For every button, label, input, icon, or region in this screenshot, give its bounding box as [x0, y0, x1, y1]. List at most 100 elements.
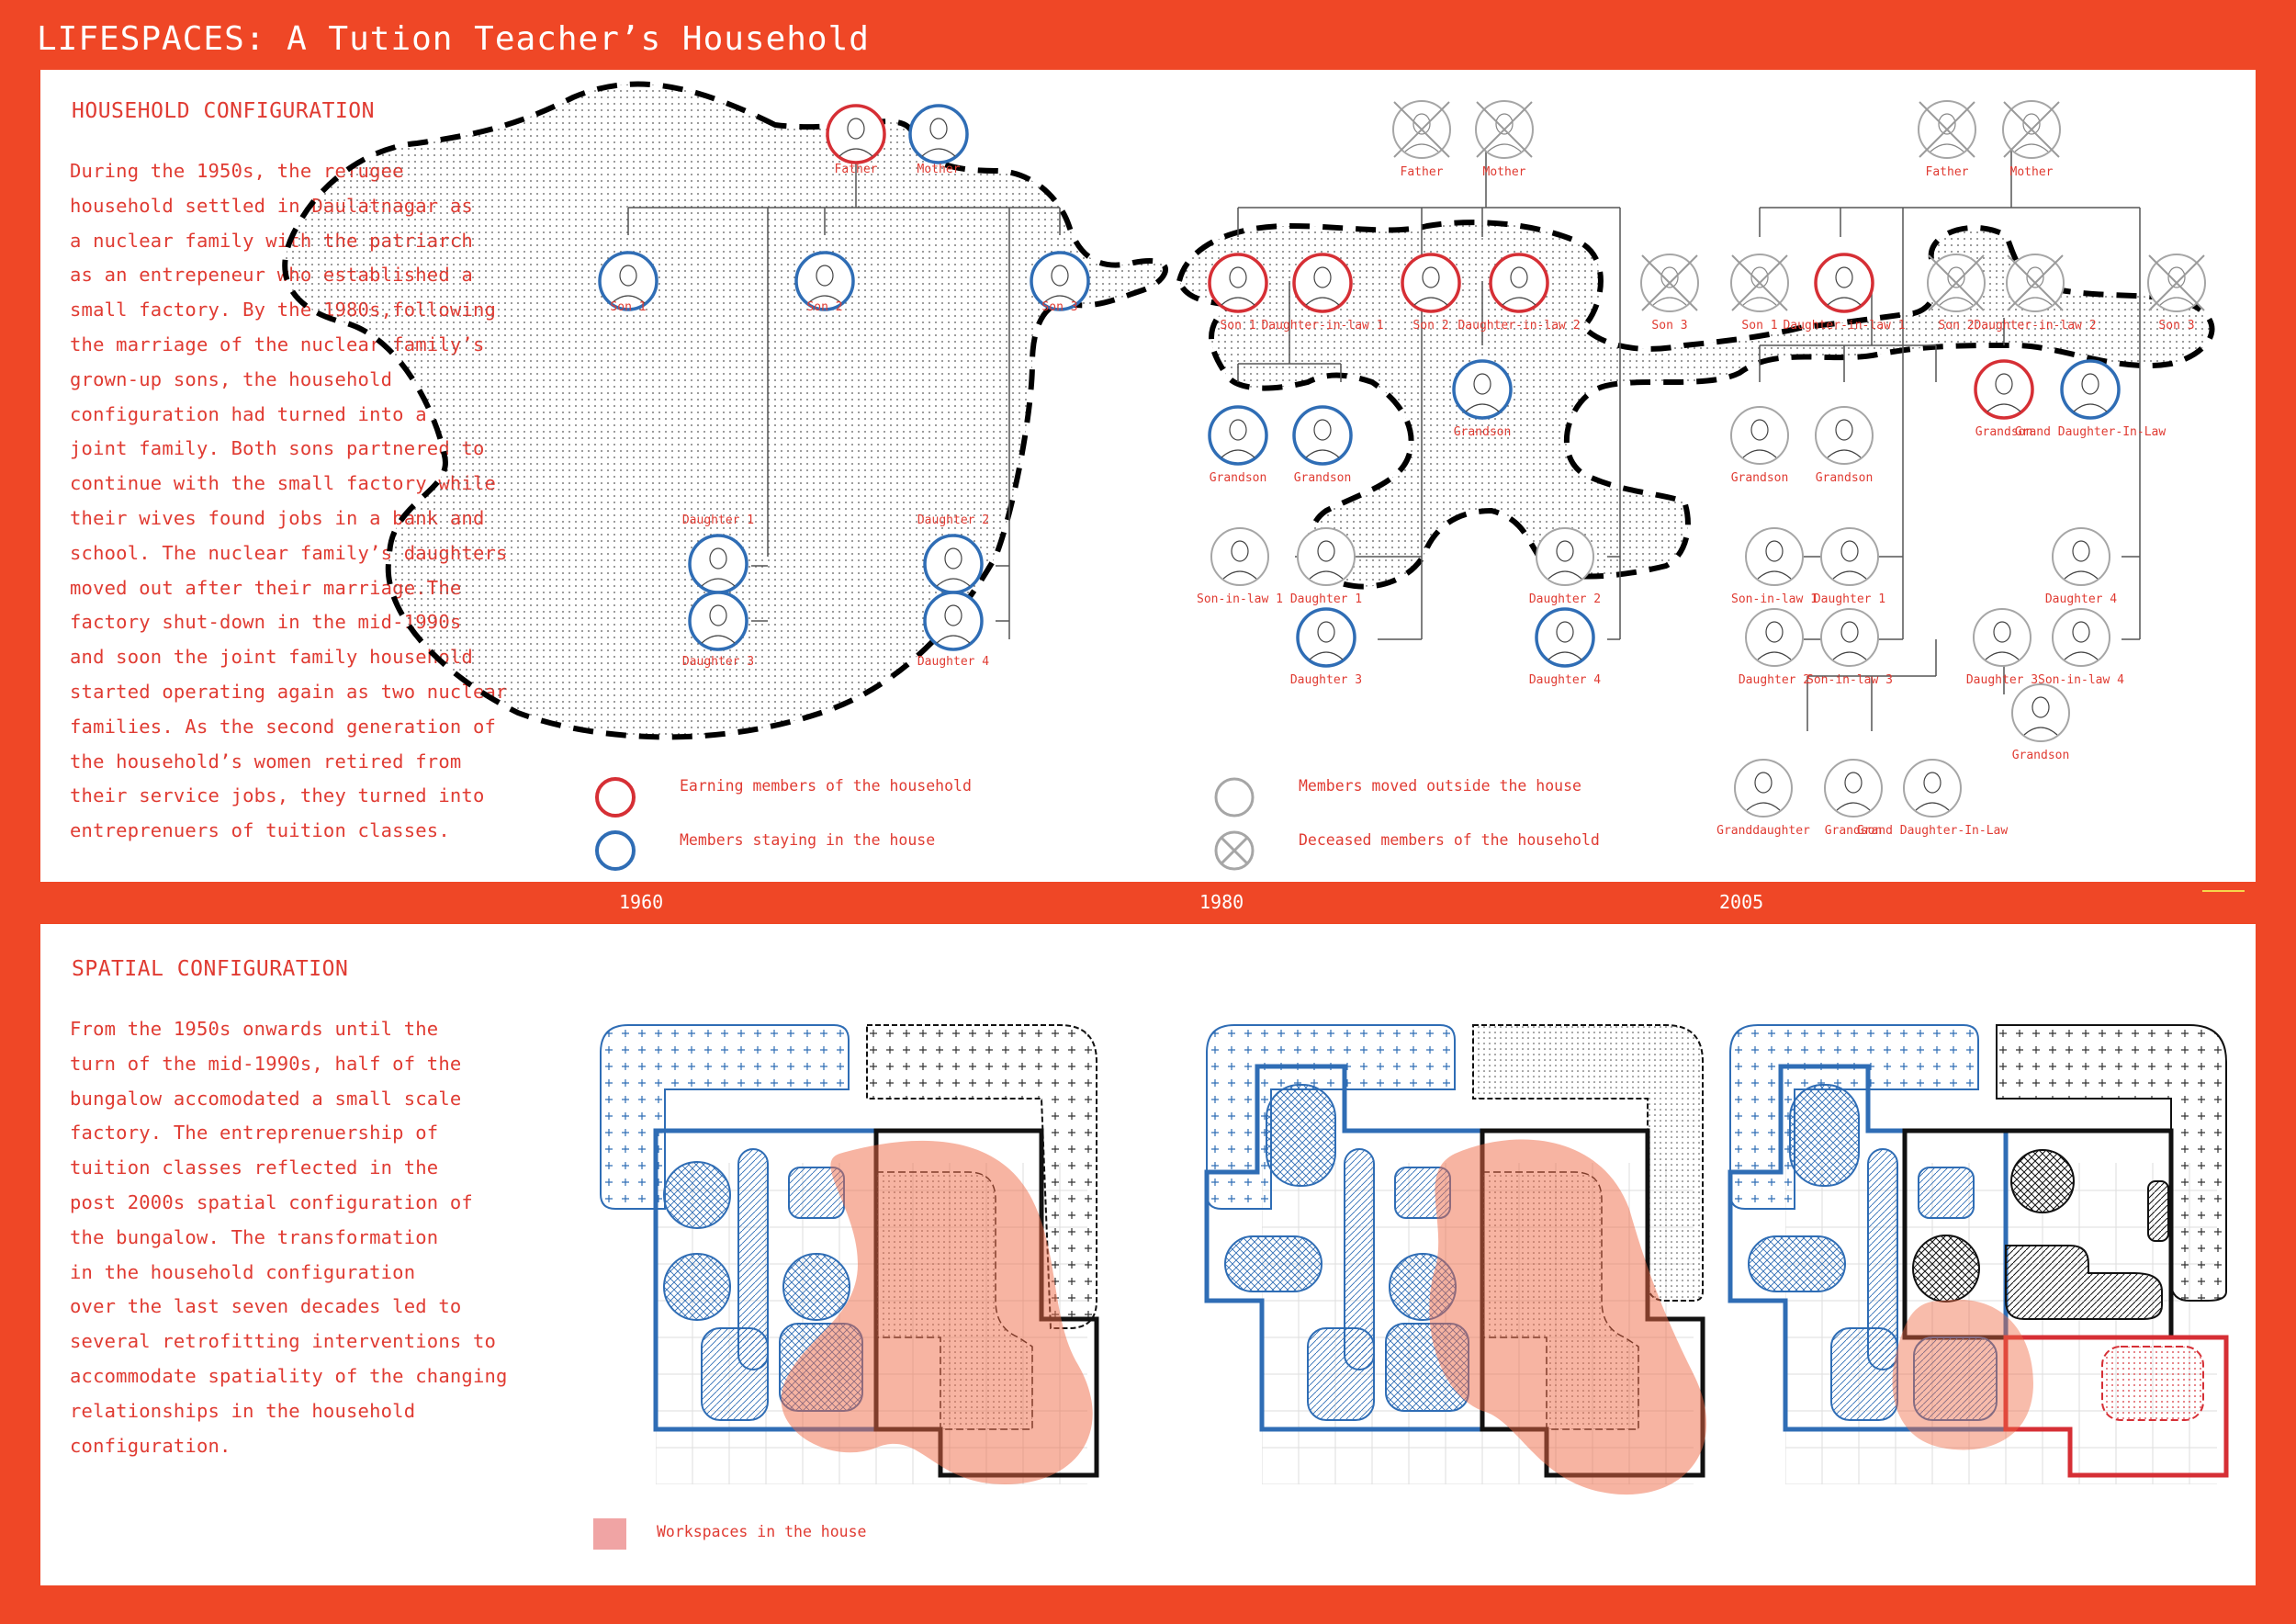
member-circle	[1734, 759, 1793, 818]
deceased-cross-icon	[1731, 254, 1788, 311]
legend-earning-label: Earning members of the household	[680, 777, 972, 795]
deceased-cross-icon	[1393, 101, 1450, 158]
member-label: Daughter 3	[682, 655, 754, 669]
member-node: Daughter 4	[2045, 527, 2117, 606]
spatial-panel: SPATIAL CONFIGURATION From the 1950s onw…	[40, 924, 2256, 1585]
member-label: Son-in-law 1	[1197, 592, 1283, 606]
portrait-icon	[1742, 266, 1777, 306]
member-node: Son 1	[598, 251, 658, 314]
member-label: Daughter 4	[2045, 592, 2117, 606]
member-node: Father	[1392, 100, 1451, 179]
member-node: Grandson	[1292, 405, 1353, 485]
member-circle	[2060, 359, 2121, 420]
spatial-text: From the 1950s onwards until the turn of…	[70, 1018, 508, 1457]
member-circle	[1297, 527, 1356, 586]
portrait-icon	[1404, 113, 1439, 152]
member-circle	[923, 591, 984, 651]
member-label: Son-in-law 1	[1731, 592, 1818, 606]
member-node: Son 1	[1208, 253, 1268, 333]
member-node: Grand Daughter-In-Law	[2015, 359, 2166, 439]
member-node: Granddaughter	[1716, 759, 1810, 838]
member-node: Daughter-in-law 2	[1974, 254, 2097, 333]
member-node: Grandson	[1824, 759, 1883, 838]
member-label: Daughter 1	[682, 513, 754, 527]
member-label: Grandson	[1825, 824, 1883, 838]
member-node: Son 3	[1030, 251, 1090, 314]
member-node: Daughter 2	[1529, 527, 1601, 606]
member-circle	[1903, 759, 1962, 818]
portrait-icon	[2014, 113, 2049, 152]
member-node: Father	[1918, 100, 1976, 179]
member-label: Son 2	[806, 300, 842, 314]
member-label: Grand Daughter-In-Law	[1857, 824, 2009, 838]
member-label: Mother	[2010, 165, 2054, 179]
member-label: Daughter 2	[1739, 673, 1810, 687]
member-label: Daughter-in-law 1	[1783, 319, 1905, 333]
member-label: Father	[1926, 165, 1969, 179]
member-circle	[1820, 608, 1879, 667]
member-node: Grandson	[1730, 406, 1789, 485]
member-node: Son 2	[1927, 254, 1986, 333]
member-circle	[1030, 251, 1090, 311]
member-label: Grandson	[1294, 471, 1352, 485]
member-circle	[598, 251, 658, 311]
portrait-icon	[1221, 419, 1255, 458]
portrait-icon	[1502, 266, 1536, 306]
member-label: Son 2	[1412, 319, 1448, 333]
member-circle	[2011, 683, 2070, 742]
member-label: Grandson	[1975, 425, 2033, 439]
member-node: Daughter 3	[1290, 607, 1362, 687]
deceased-cross-icon	[2007, 254, 2064, 311]
portrait-icon	[807, 265, 842, 304]
portrait-icon	[1309, 621, 1344, 660]
member-label: Son 3	[1651, 319, 1687, 333]
portrait-icon	[701, 604, 736, 644]
portrait-icon	[936, 547, 971, 587]
portrait-icon	[2018, 266, 2053, 306]
member-circle	[1974, 359, 2034, 420]
portrait-icon	[1757, 540, 1792, 580]
member-circle	[1208, 405, 1268, 466]
member-label: Son 1	[1741, 319, 1777, 333]
portrait-icon	[1548, 540, 1582, 580]
member-node: Father	[826, 104, 886, 176]
member-node: Son 2	[794, 251, 855, 314]
portrait-icon	[1465, 373, 1500, 412]
member-node: Daughter 4	[1529, 607, 1601, 687]
portrait-icon	[1222, 540, 1257, 580]
member-node: Son 3	[1640, 254, 1699, 333]
member-node: Mother	[2002, 100, 2061, 179]
legend-staying-marker	[595, 830, 636, 871]
member-label: Daughter-in-law 1	[1261, 319, 1383, 333]
portrait-icon	[1757, 621, 1792, 660]
portrait-icon	[1986, 373, 2021, 412]
member-label: Father	[835, 163, 878, 176]
spatial-heading: SPATIAL CONFIGURATION	[72, 957, 349, 981]
member-circle	[1824, 759, 1883, 818]
portrait-icon	[1042, 265, 1077, 304]
member-node: Son-in-law 3	[1806, 608, 1893, 687]
member-label: Daughter 2	[1529, 592, 1601, 606]
member-label: Daughter 1	[1290, 592, 1362, 606]
legend-earning-marker	[595, 777, 636, 818]
deceased-cross-icon	[2148, 254, 2205, 311]
member-label: Son 3	[2158, 319, 2194, 333]
floor-plan-2005	[1728, 1024, 2229, 1484]
member-node: Daughter 4	[917, 591, 989, 669]
member-label: Granddaughter	[1716, 824, 1810, 838]
member-circle	[908, 104, 969, 164]
member-circle	[688, 591, 748, 651]
member-circle	[794, 251, 855, 311]
member-node: Son 2	[1401, 253, 1461, 333]
member-circle	[1820, 527, 1879, 586]
portrait-icon	[1827, 419, 1862, 458]
member-node: Son-in-law 1	[1197, 527, 1283, 606]
member-node: Grandson	[2011, 683, 2070, 762]
member-label: Grandson	[1816, 471, 1874, 485]
deceased-cross-icon	[1641, 254, 1698, 311]
member-label: Son 1	[1220, 319, 1255, 333]
legend-workspace-marker	[593, 1518, 626, 1550]
portrait-icon	[838, 118, 873, 157]
portrait-icon	[1836, 772, 1871, 811]
portrait-icon	[1827, 266, 1862, 306]
